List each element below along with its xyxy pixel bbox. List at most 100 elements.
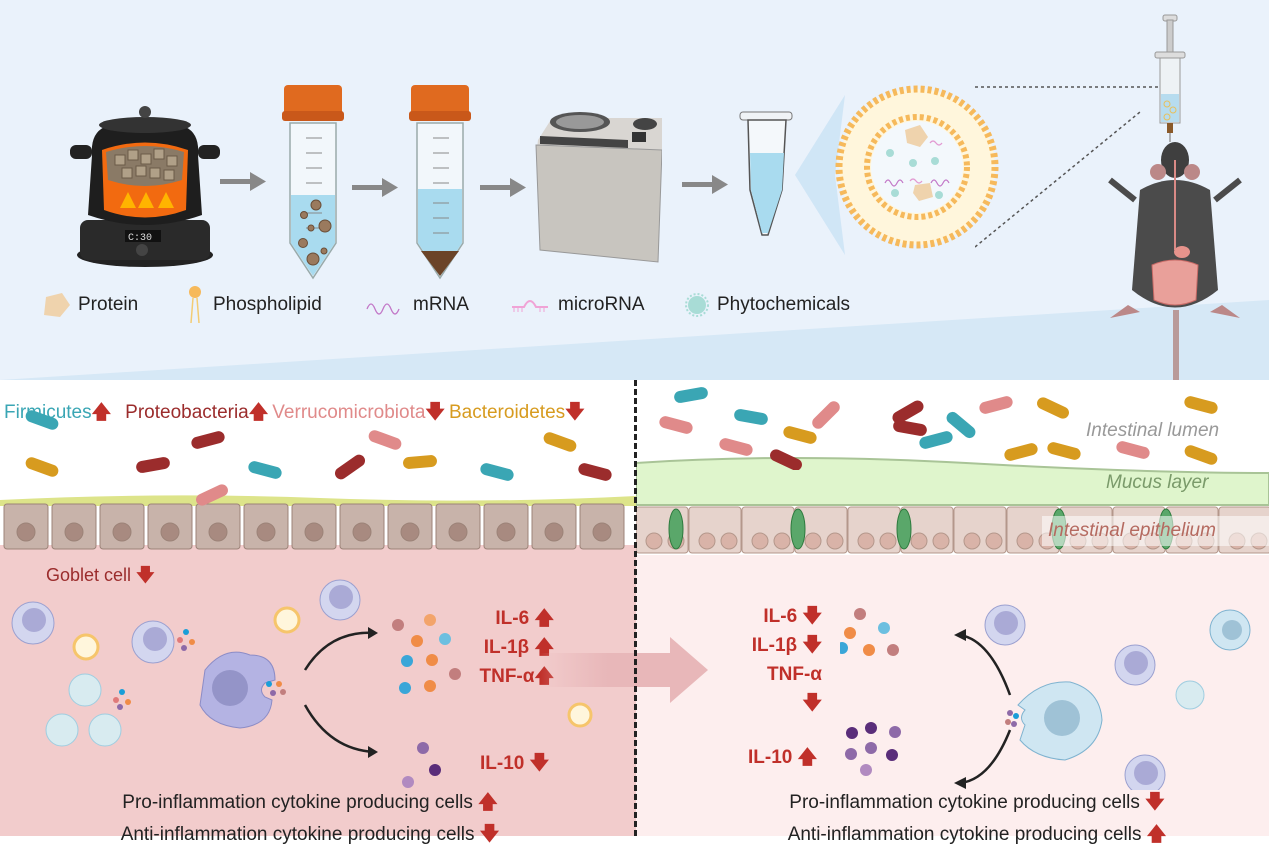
phylum-bacteroidetes: Bacteroidetes🡇 (448, 402, 585, 423)
cell-nucleus (773, 532, 791, 550)
mrna-icon (366, 303, 400, 315)
cell-nucleus (932, 532, 950, 550)
cell-nucleus (112, 522, 132, 542)
bacterium (1004, 443, 1038, 461)
legend-item: Protein (40, 285, 185, 325)
cytokine-molecule (392, 619, 404, 631)
cytokine-molecule (840, 642, 848, 654)
background-wedge (0, 300, 1269, 380)
bacterium (946, 411, 976, 439)
cytokine-molecule (426, 654, 438, 666)
cell-nucleus (857, 532, 875, 550)
cytokine-molecule (399, 682, 411, 694)
cytokine-il6: IL-6 🡇 (763, 606, 822, 627)
cytokine-molecule (886, 749, 898, 761)
cell-nucleus (400, 522, 420, 542)
cytokine-il10: IL-10 🡇 (480, 753, 550, 774)
bacterium (979, 396, 1013, 414)
bacterium (892, 400, 924, 424)
exosome-vesicle-icon (835, 85, 999, 249)
microrna-icon (512, 300, 548, 312)
cell-nucleus (879, 532, 897, 550)
zoom-callout-lines (975, 86, 1165, 248)
bacterium (543, 432, 577, 452)
cell-nucleus (208, 522, 228, 542)
left-microbiota (25, 410, 612, 506)
cell-nucleus (544, 522, 564, 542)
damaged-epithelium (0, 495, 636, 550)
mucus-layer-label: Mucus layer (1106, 472, 1209, 493)
goblet-cell-label: Goblet cell 🡇 (46, 565, 155, 585)
goblet-cell (896, 508, 912, 550)
cytokine-il6: IL-6 🡅 (495, 608, 554, 629)
cell-nucleus (352, 522, 372, 542)
cell-nucleus (720, 532, 738, 550)
bacterium (403, 455, 437, 469)
left-cytokine-molecules (392, 614, 461, 788)
bacterium (480, 463, 514, 481)
cytokine-il1b: IL-1β 🡅 (483, 637, 554, 658)
cytokine-molecule (889, 726, 901, 738)
bacterium (25, 457, 59, 477)
cytokine-molecule (863, 644, 875, 656)
bacterium (674, 387, 708, 403)
arrow-right-icon (220, 172, 266, 191)
bacterium (248, 461, 282, 479)
cytokine-molecule (411, 635, 423, 647)
exosome-icon (567, 702, 593, 728)
t-cell-icon (319, 579, 361, 621)
goblet-cell (668, 508, 684, 550)
zoom-beam (795, 95, 845, 255)
summary-pro-inflammation: Pro-inflammation cytokine producing cell… (122, 792, 498, 813)
cell-nucleus (160, 522, 180, 542)
cytokine-molecule (878, 622, 890, 634)
arrow-right-icon (682, 175, 728, 194)
cytokine-molecule (865, 722, 877, 734)
intestinal-epithelium-label: Intestinal epithelium (1042, 516, 1269, 546)
cell-nucleus (16, 522, 36, 542)
cytokine-molecule (424, 680, 436, 692)
cytokine-molecule (844, 627, 856, 639)
cell-nucleus (256, 522, 276, 542)
bacterium (893, 420, 927, 436)
centrifuge-icon (535, 112, 662, 263)
bacterium (783, 426, 817, 444)
cytokine-molecule (439, 633, 451, 645)
cytokine-molecule (424, 614, 436, 626)
mouse-icon (1108, 142, 1242, 385)
cytokine-molecule (417, 742, 429, 754)
summary-anti-inflammation: Anti-inflammation cytokine producing cel… (787, 824, 1167, 845)
cell-nucleus (826, 532, 844, 550)
bacterium (770, 449, 802, 470)
phylum-proteobacteria: Proteobacteria🡅 (125, 402, 269, 423)
cell-nucleus (1222, 620, 1242, 640)
arrow-right-icon (480, 178, 526, 197)
cytokine-molecule (860, 764, 872, 776)
right-immune-cells (840, 604, 1251, 790)
cytokine-molecule (887, 644, 899, 656)
bacterium (1184, 445, 1218, 465)
cell-nucleus (985, 532, 1003, 550)
arrow-right-icon (352, 178, 398, 197)
cytokine-molecule (865, 742, 877, 754)
cytokine-molecule (846, 727, 858, 739)
microtube-icon (739, 111, 793, 236)
falcon-tube-suspension-icon (282, 85, 344, 280)
cell-nucleus (751, 532, 769, 550)
bacterium (734, 409, 768, 425)
bacterium (368, 430, 402, 450)
cell-nucleus (698, 532, 716, 550)
legend-item: microRNA (510, 285, 685, 325)
cell-nucleus (1134, 761, 1158, 785)
right-summary: Pro-inflammation cytokine producing cell… (727, 788, 1227, 852)
bacterium (191, 431, 225, 449)
cell-nucleus (994, 611, 1018, 635)
phytochemicals-icon (685, 293, 709, 317)
cytokine-molecule (401, 655, 413, 667)
right-microbiota (659, 387, 1218, 470)
cell-nucleus (910, 532, 928, 550)
cell-nucleus (304, 522, 324, 542)
summary-pro-inflammation: Pro-inflammation cytokine producing cell… (789, 792, 1165, 813)
cooker-display: C:30 (128, 233, 152, 244)
falcon-tube-pellet-icon (409, 85, 471, 280)
